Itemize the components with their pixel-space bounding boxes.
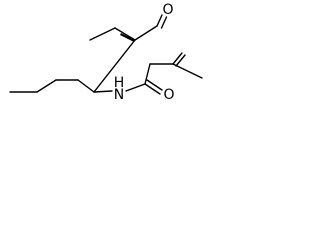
bond-ch-to-nitrogen (93, 90, 113, 93)
bond-aldehyde-c-o-2 (160, 16, 168, 29)
bond-aldehyde-c-o-1 (156, 14, 163, 27)
bond-alkene-methyl (172, 63, 203, 79)
bond-nitrogen-to-carbonyl (125, 83, 146, 92)
bond-chiral-to-aldehyde-carbon (134, 25, 158, 41)
bond-chiral-down (93, 39, 136, 93)
atom-label-carbonyl-oxygen: O (163, 87, 174, 103)
bond-carbonyl-to-ch2 (144, 63, 151, 85)
bond-ethyl-terminal (89, 27, 116, 41)
bond-carbonyl-o-2 (146, 79, 163, 91)
atom-label-aldehyde-oxygen: O (162, 2, 173, 18)
bond-propyl-2 (36, 79, 57, 93)
bond-alkene-1 (172, 52, 183, 65)
bond-ethyl-ch2 (114, 27, 136, 41)
stereo-wedge (120, 33, 135, 42)
bond-carbonyl-o-1 (144, 83, 161, 95)
bond-propyl-to-ch (77, 79, 95, 93)
bond-lines (9, 14, 203, 95)
bond-alkene-2 (175, 54, 186, 67)
